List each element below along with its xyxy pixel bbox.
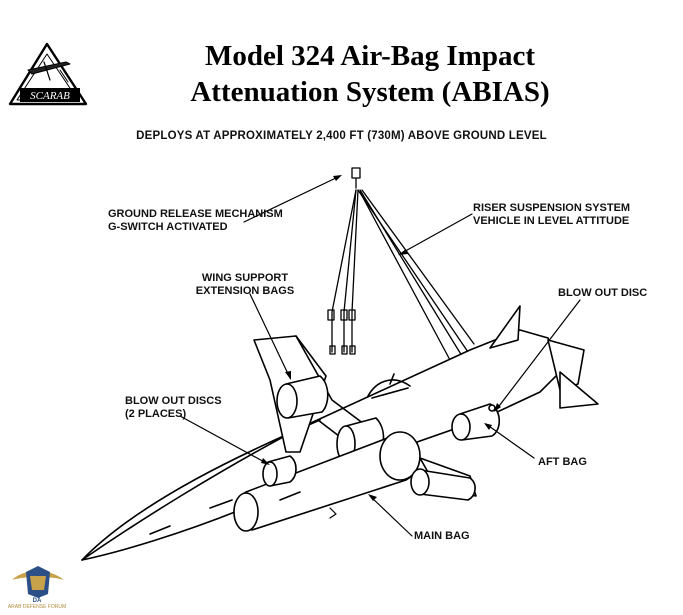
watermark-line2: ARAB DEFENSE FORUM — [7, 604, 67, 610]
page-title-line1: Model 324 Air-Bag Impact — [205, 40, 535, 72]
aft-bag — [451, 403, 501, 441]
riser-suspension-lines — [327, 167, 475, 361]
logo-text: SCARAB — [30, 90, 70, 102]
label-ground-release-line2: G-SWITCH ACTIVATED — [108, 221, 228, 233]
scarab-logo — [8, 42, 88, 106]
label-blow-out-discs: BLOW OUT DISCS (2 PLACES) — [125, 395, 222, 421]
label-blow-out-discs-line1: BLOW OUT DISCS — [125, 395, 222, 407]
blow-out-disc-bag-front — [262, 455, 297, 487]
label-riser-line2: VEHICLE IN LEVEL ATTITUDE — [473, 215, 630, 227]
watermark-text: DA ARAB DEFENSE FORUM — [4, 598, 70, 610]
label-wing-support-line2: EXTENSION BAGS — [195, 285, 295, 297]
wing-right — [410, 457, 477, 501]
label-wing-support: WING SUPPORT EXTENSION BAGS — [190, 272, 300, 298]
label-blow-out-discs-line2: (2 PLACES) — [125, 408, 187, 420]
leader-lines — [179, 175, 581, 537]
wing-support-bag-left — [276, 375, 329, 419]
watermark-line1: DA — [32, 598, 42, 604]
label-aft-bag: AFT BAG — [538, 456, 587, 468]
label-main-bag: MAIN BAG — [414, 530, 470, 542]
tail-fins — [489, 305, 599, 409]
watermark-emblem — [12, 566, 64, 598]
main-bag — [233, 431, 421, 532]
label-riser-line1: RISER SUSPENSION SYSTEM — [473, 202, 631, 214]
label-ground-release-line1: GROUND RELEASE MECHANISM — [108, 208, 283, 220]
deploy-subtitle: DEPLOYS AT APPROXIMATELY 2,400 FT (730M)… — [136, 130, 547, 142]
page-title-line2: Attenuation System (ABIAS) — [190, 76, 550, 108]
fuselage — [81, 329, 561, 561]
label-blow-out-disc: BLOW OUT DISC — [558, 287, 648, 299]
label-ground-release: GROUND RELEASE MECHANISM G-SWITCH ACTIVA… — [108, 208, 283, 234]
label-riser: RISER SUSPENSION SYSTEM VEHICLE IN LEVEL… — [473, 202, 630, 228]
label-wing-support-line1: WING SUPPORT — [201, 272, 289, 284]
